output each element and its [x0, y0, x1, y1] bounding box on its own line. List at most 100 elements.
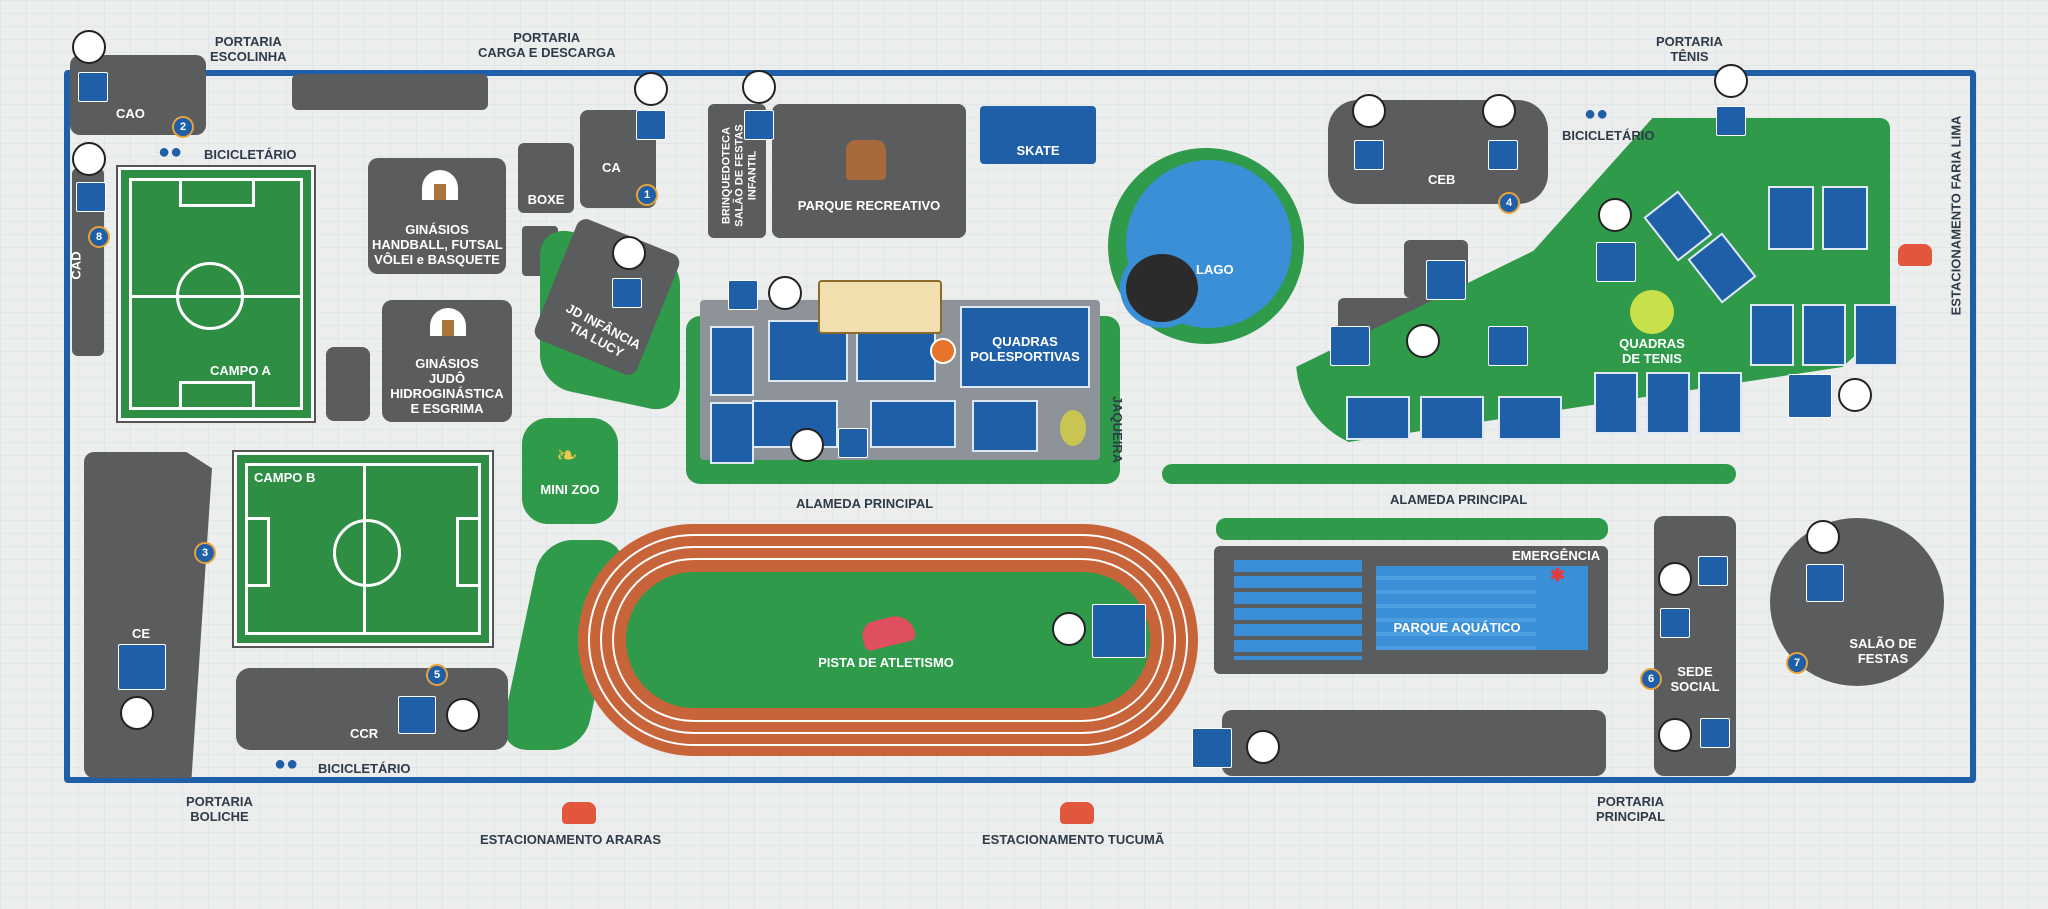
- accessibility-icon: [634, 72, 668, 106]
- perimeter-fence: [64, 70, 1976, 783]
- parque-recreativo-label: PARQUE RECREATIVO: [797, 198, 941, 213]
- tennis-court-3: [1768, 186, 1814, 250]
- tennis-ball-icon: [1630, 290, 1674, 334]
- wheelchair-icon: [398, 696, 436, 734]
- play-structure: [818, 280, 942, 334]
- rocking-horse-icon: [846, 140, 886, 180]
- wheelchair-icon: [118, 644, 166, 690]
- campo-b-label: CAMPO B: [254, 470, 316, 485]
- portaria-principal-label: PORTARIA PRINCIPAL: [1596, 794, 1666, 824]
- skate-label: SKATE: [1016, 143, 1060, 158]
- bicicletario-top-right-label: BICICLETÁRIO: [1562, 128, 1655, 143]
- marker-5: 5: [426, 664, 448, 686]
- court-7: [972, 400, 1038, 452]
- accessibility-icon: [1658, 718, 1692, 752]
- salao-festas-label: SALÃO DE FESTAS: [1849, 636, 1917, 666]
- track-lane-1: [588, 534, 1188, 746]
- skate-area: [980, 106, 1096, 164]
- wheelchair-icon: [1698, 556, 1728, 586]
- accessibility-icon: [742, 70, 776, 104]
- marker-4: 4: [1498, 192, 1520, 214]
- bicycle-icon-3: ●●: [274, 753, 299, 775]
- wheelchair-icon: [744, 110, 774, 140]
- accessibility-icon: [1052, 612, 1086, 646]
- bottom-center-building: [1222, 710, 1606, 776]
- court-6: [870, 400, 956, 448]
- wheelchair-icon: [636, 110, 666, 140]
- jaqueira-label: JAQUEIRA: [1110, 395, 1126, 464]
- pool-1: [1234, 560, 1362, 660]
- tennis-court-6: [1802, 304, 1846, 366]
- tennis-court-5: [1750, 304, 1794, 366]
- tennis-court-7: [1854, 304, 1898, 366]
- marker-2: 2: [172, 116, 194, 138]
- emergencia-label: EMERGÊNCIA: [1512, 548, 1601, 563]
- boxe-label: BOXE: [527, 192, 565, 207]
- parque-aquatico-label: PARQUE AQUÁTICO: [1393, 620, 1521, 635]
- marker-6: 6: [1640, 668, 1662, 690]
- alameda-1-label: ALAMEDA PRINCIPAL: [796, 496, 934, 511]
- car-icon-left: [562, 802, 596, 824]
- accessibility-icon: [1598, 198, 1632, 232]
- gym-dome-icon: [422, 170, 458, 200]
- marker-1: 1: [636, 184, 658, 206]
- estacionamento-araras-label: ESTACIONAMENTO ARARAS: [480, 832, 662, 847]
- ball-icon: [930, 338, 956, 364]
- accessibility-icon: [72, 30, 106, 64]
- tennis-court-9: [1646, 372, 1690, 434]
- wheelchair-icon: [1788, 374, 1832, 418]
- portaria-carga-label: PORTARIA CARGA E DESCARGA: [478, 30, 616, 60]
- tennis-court-4: [1822, 186, 1868, 250]
- tennis-court-13: [1498, 396, 1562, 440]
- court-1: [710, 326, 754, 396]
- ginasios-1-label: GINÁSIOS HANDBALL, FUTSAL VÔLEI e BASQUE…: [372, 222, 503, 267]
- accessibility-icon: [1838, 378, 1872, 412]
- mini-zoo-grass: [522, 418, 618, 524]
- accessibility-icon: [1658, 562, 1692, 596]
- ginasios-2-label: GINÁSIOS JUDÔ HIDROGINÁSTICA E ESGRIMA: [390, 356, 504, 416]
- wheelchair-icon: [1488, 140, 1518, 170]
- bird-icon: ❧: [556, 440, 578, 470]
- accessibility-icon: [1246, 730, 1280, 764]
- pool-2: [1376, 566, 1536, 650]
- wheelchair-icon: [1596, 242, 1636, 282]
- court-4: [710, 402, 754, 464]
- marker-8: 8: [88, 226, 110, 248]
- estacionamento-faria-lima-label: ESTACIONAMENTO FARIA LIMA: [1948, 115, 1964, 316]
- campo-b: [232, 450, 494, 648]
- wheelchair-icon: [1092, 604, 1146, 658]
- campo-a-label: CAMPO A: [210, 363, 271, 378]
- pool-3: [1536, 566, 1588, 650]
- accessibility-icon: [72, 142, 106, 176]
- wheelchair-icon: [1354, 140, 1384, 170]
- accessibility-icon: [1482, 94, 1516, 128]
- bicicletario-top-left-label: BICICLETÁRIO: [204, 147, 297, 162]
- mini-zoo-label: MINI ZOO: [540, 482, 600, 497]
- wheelchair-icon: [728, 280, 758, 310]
- wheelchair-icon: [1716, 106, 1746, 136]
- tennis-court-11: [1346, 396, 1410, 440]
- emergency-cross-icon: ✱: [1550, 565, 1566, 585]
- bicycle-icon-2: ●●: [1584, 103, 1609, 125]
- bicycle-icon-1: ●●: [158, 141, 183, 163]
- marker-7: 7: [1786, 652, 1808, 674]
- alameda-grass-right: [1162, 464, 1736, 484]
- quadras-poli-label: QUADRAS POLESPORTIVAS: [970, 334, 1080, 364]
- wheelchair-icon: [612, 278, 642, 308]
- track-lane-2: [600, 546, 1176, 734]
- tennis-court-12: [1420, 396, 1484, 440]
- wheelchair-icon: [1700, 718, 1730, 748]
- accessibility-icon: [1806, 520, 1840, 554]
- accessibility-icon: [1352, 94, 1386, 128]
- ca-label: CA: [602, 160, 621, 175]
- lago-label: LAGO: [1196, 262, 1234, 277]
- accessibility-icon: [446, 698, 480, 732]
- small-building: [326, 347, 370, 421]
- car-icon-center: [1060, 802, 1094, 824]
- quadras-tenis-label: QUADRAS DE TENIS: [1619, 336, 1685, 366]
- wheelchair-icon: [1806, 564, 1844, 602]
- estacionamento-tucuma-label: ESTACIONAMENTO TUCUMÃ: [982, 832, 1165, 847]
- accessibility-icon: [790, 428, 824, 462]
- wheelchair-icon: [78, 72, 108, 102]
